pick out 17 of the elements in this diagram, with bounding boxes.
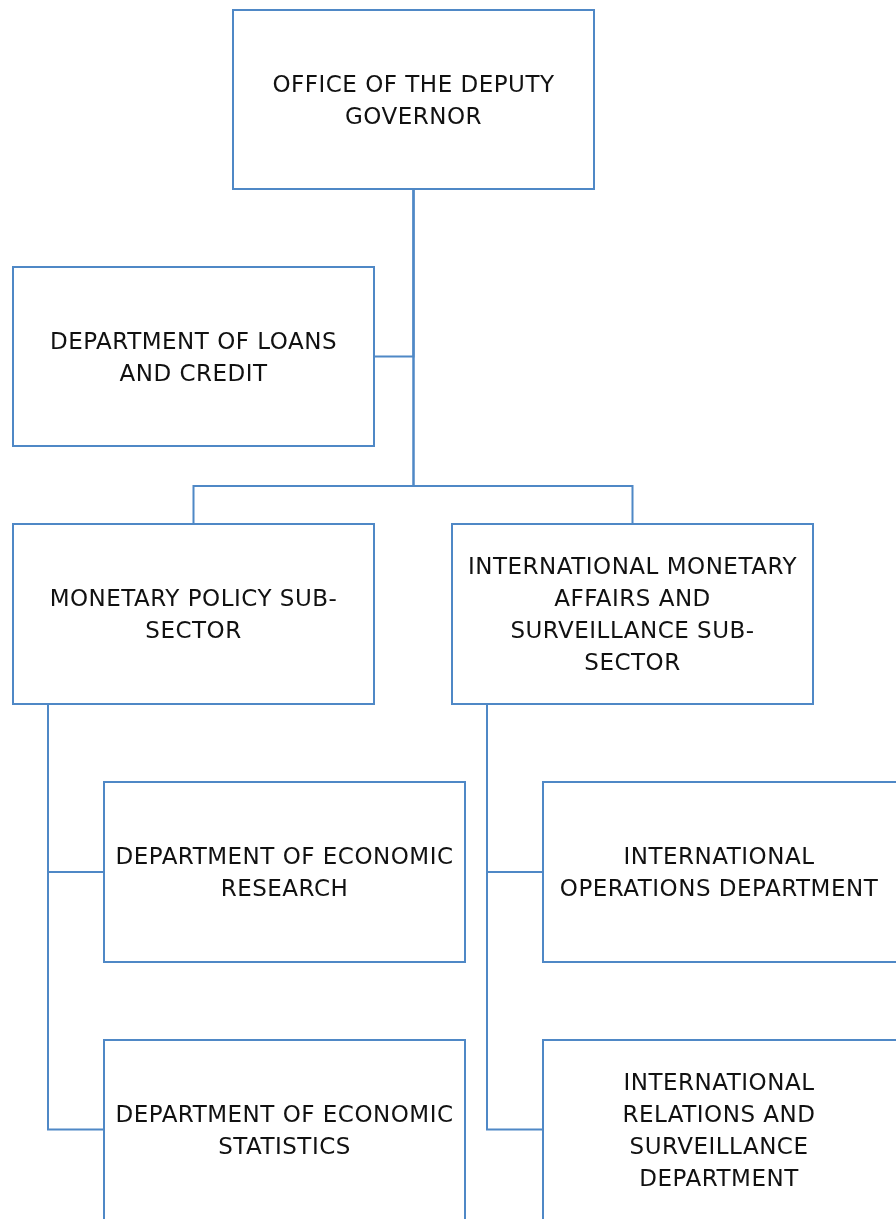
department-name: OFFICE OF THE DEPUTY GOVERNOR — [271, 69, 556, 131]
department-box — [12, 266, 375, 447]
department-name: MONETARY POLICY SUB-SECTOR — [48, 584, 339, 645]
department-name: INTERNATIONAL MONETARY AFFAIRS AND SURVEILLANCE SUB-SECTOR — [467, 552, 798, 677]
department-box — [103, 781, 466, 963]
connector-line — [412, 189, 634, 524]
department-box — [542, 781, 896, 963]
department-name: DEPARTMENT OF ECONOMIC STATISTICS — [115, 1099, 454, 1161]
department-box — [232, 9, 595, 190]
department-box — [12, 523, 375, 705]
department-box — [542, 1039, 896, 1219]
department-name: DEPARTMENT OF ECONOMIC RESEARCH — [115, 842, 454, 903]
department-name: DEPARTMENT OF LOANS AND CREDIT — [48, 326, 339, 388]
department-box — [103, 1039, 466, 1219]
department-name: INTERNATIONAL RELATIONS AND SURVEILLANCE DEPARTMENT — [621, 1067, 817, 1193]
department-box — [451, 523, 814, 705]
department-name: INTERNATIONAL OPERATIONS DEPARTMENT — [558, 842, 880, 903]
